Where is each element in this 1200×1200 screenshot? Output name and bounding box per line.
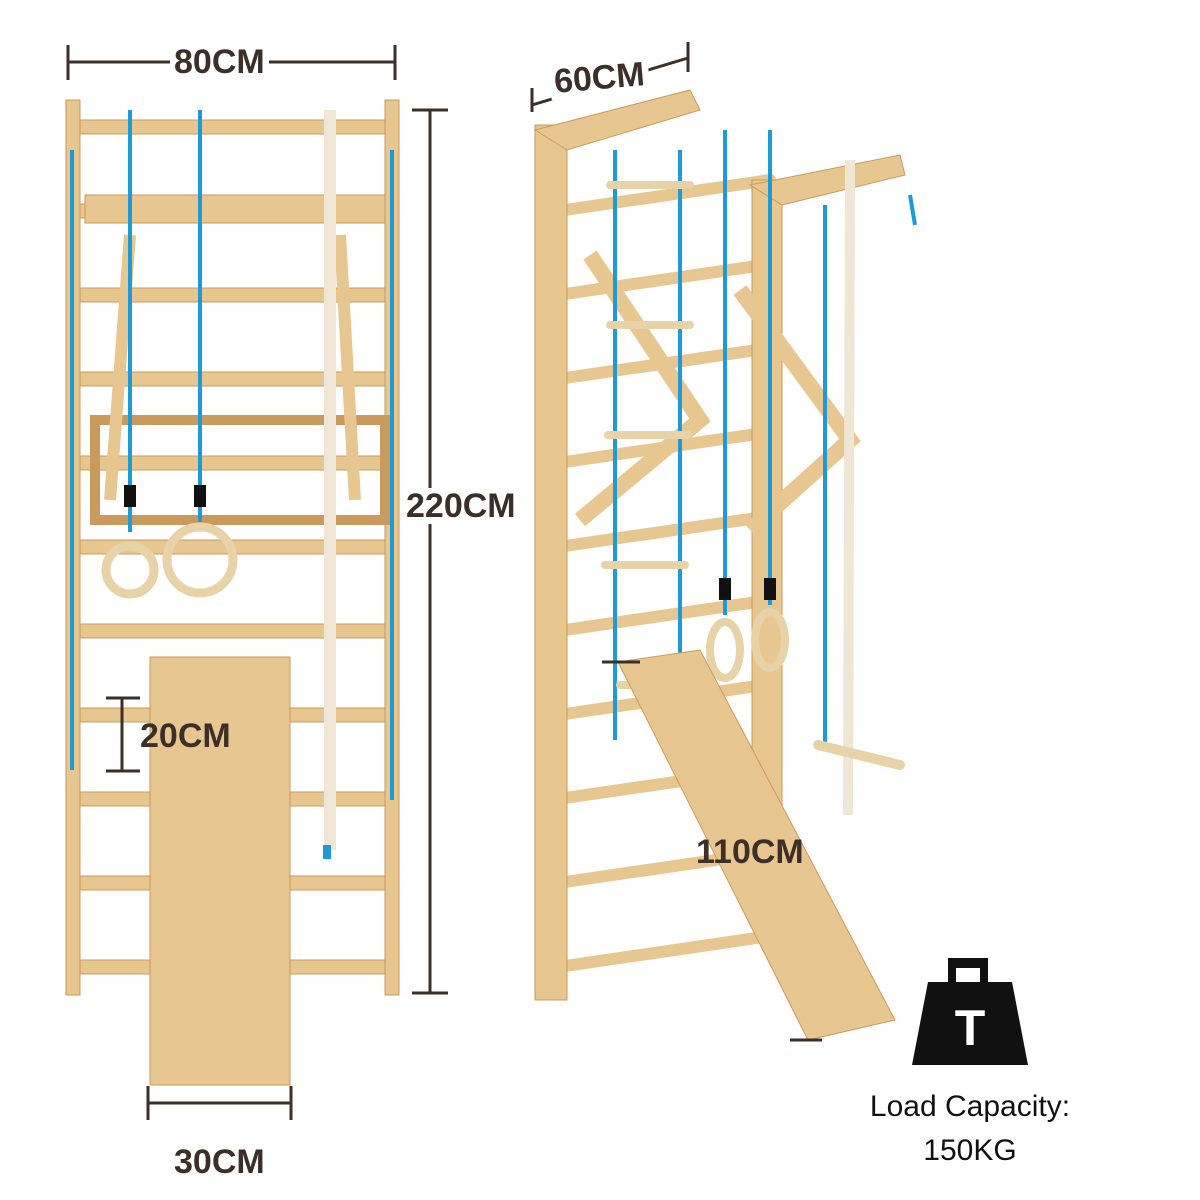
ring-buckle xyxy=(124,485,136,507)
load-capacity-label: Load Capacity: xyxy=(869,1090,1071,1123)
rung xyxy=(74,623,391,639)
rung xyxy=(559,930,776,972)
rung xyxy=(559,510,776,552)
gym-ring xyxy=(101,541,159,599)
ring-buckle xyxy=(194,485,206,507)
top-beam xyxy=(748,154,906,206)
height-label: 220CM xyxy=(402,488,520,524)
rung xyxy=(559,174,776,216)
rope-end xyxy=(323,845,331,859)
gym-ring xyxy=(751,608,789,672)
rung-spacing-label: 20CM xyxy=(140,717,231,755)
slide-length-label: 110CM xyxy=(696,833,804,871)
rung xyxy=(559,258,776,300)
slide-board xyxy=(149,656,291,1086)
svg-text:T: T xyxy=(955,1000,986,1056)
rung xyxy=(74,119,391,135)
slide-board xyxy=(617,649,896,1041)
rope-end xyxy=(908,194,917,226)
side-view-frame xyxy=(533,89,917,1041)
climbing-rope xyxy=(843,159,855,816)
front-post xyxy=(534,124,568,1001)
ring-buckle xyxy=(719,578,731,600)
gym-ring xyxy=(162,522,238,598)
load-capacity-value: 150KG xyxy=(923,1134,1017,1167)
dimension-lines xyxy=(66,42,822,1120)
swing-bar xyxy=(813,740,905,770)
pullup-bar-frame xyxy=(90,415,390,525)
rung xyxy=(559,594,776,636)
depth-label: 60CM xyxy=(548,55,651,101)
rung xyxy=(74,455,391,471)
gym-ring xyxy=(706,618,744,682)
top-beam xyxy=(533,89,701,151)
weight-icon: T xyxy=(912,958,1028,1065)
pullup-arm xyxy=(104,234,136,501)
width-label: 80CM xyxy=(170,44,269,80)
pullup-arm xyxy=(334,234,361,501)
ring-buckle xyxy=(764,578,776,600)
front-view-frame xyxy=(65,99,400,1086)
slide-width-label: 30CM xyxy=(170,1144,269,1180)
pullup-bar-side xyxy=(574,250,711,527)
